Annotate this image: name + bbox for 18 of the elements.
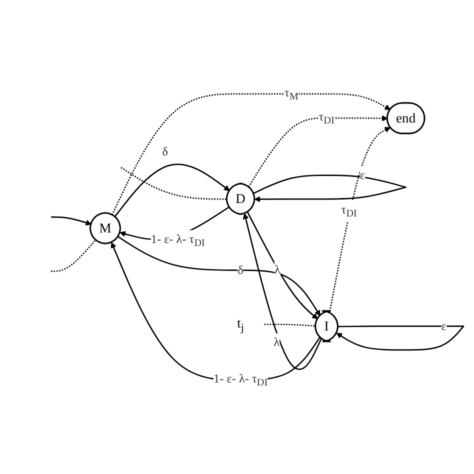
connector-line <box>120 167 228 200</box>
arrow <box>242 213 322 370</box>
state-ellipse: end <box>386 102 426 134</box>
arrow <box>253 174 406 202</box>
arrow <box>51 216 92 226</box>
arrow <box>336 326 464 351</box>
connector-line <box>51 240 96 272</box>
node-label: t$_{j}$ <box>237 316 244 334</box>
arrow <box>248 115 388 188</box>
state-ellipse: I <box>314 310 338 342</box>
arrow <box>114 164 230 218</box>
arrow <box>329 127 391 312</box>
connector-line <box>264 324 316 327</box>
state-ellipse: D <box>226 182 255 215</box>
arrow <box>112 93 391 216</box>
arrow <box>118 236 320 316</box>
arrow <box>246 212 318 320</box>
state-ellipse: M <box>90 212 121 244</box>
